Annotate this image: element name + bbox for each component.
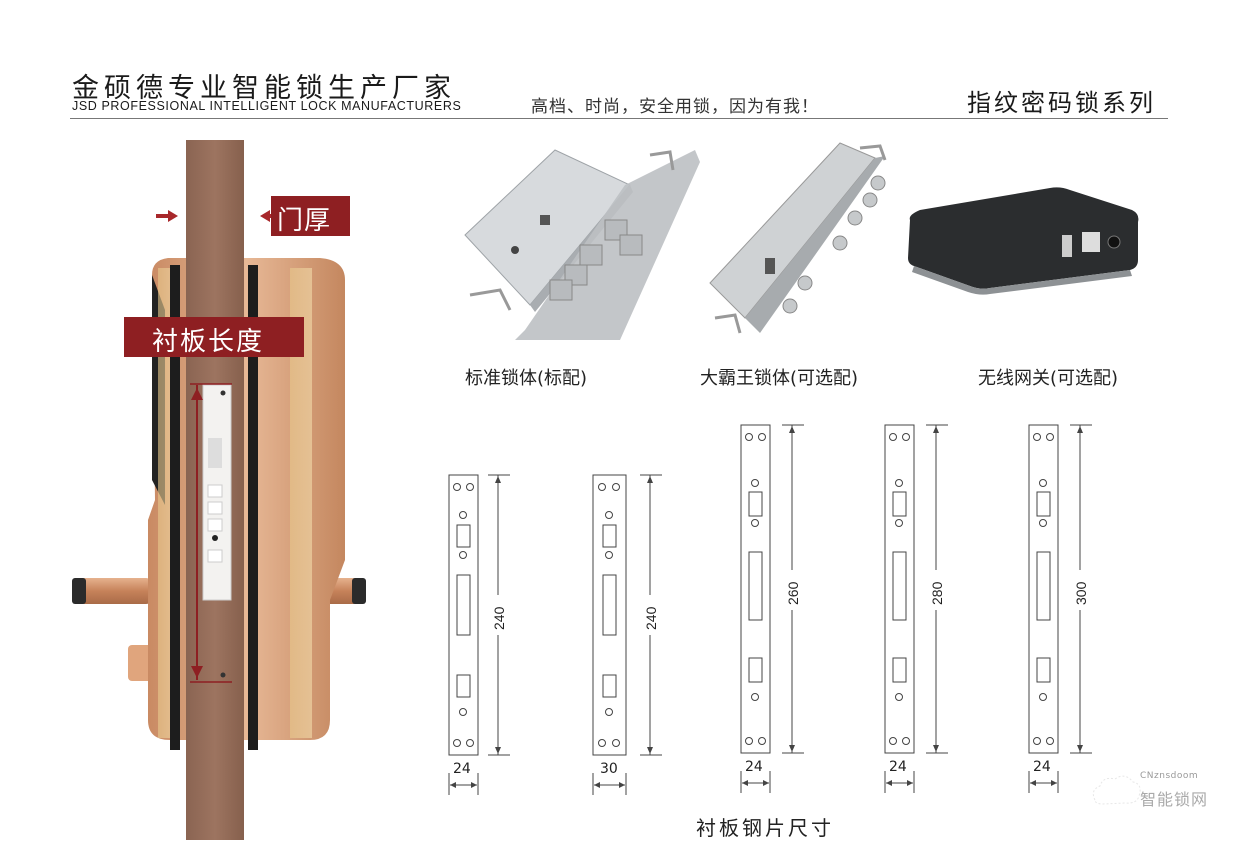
company-name-en: JSD PROFESSIONAL INTELLIGENT LOCK MANUFA… xyxy=(72,99,462,113)
width-label: 30 xyxy=(600,761,618,777)
length-label: 240 xyxy=(491,606,507,630)
faceplate-drawing-icon: 240 xyxy=(448,474,510,795)
faceplate-240x24: 240 24 xyxy=(440,470,520,800)
mortise-lock-heavy-duty-icon xyxy=(709,142,887,334)
wireless-gateway-icon xyxy=(908,187,1139,295)
product-caption-heavy-duty: 大霸王锁体(可选配) xyxy=(700,368,859,389)
faceplate-260x24: 260 24 xyxy=(732,420,812,800)
length-label: 240 xyxy=(643,606,659,630)
door-thickness-label: 门厚 xyxy=(277,206,332,236)
width-label: 24 xyxy=(889,759,907,775)
product-caption-gateway: 无线网关(可选配) xyxy=(978,368,1119,389)
cloud-logo-icon xyxy=(1092,775,1141,805)
length-label: 280 xyxy=(929,581,945,605)
header-divider xyxy=(70,118,1168,119)
faceplate-280x24: 280 24 xyxy=(876,420,956,800)
company-name-cn: 金硕德专业智能锁生产厂家 xyxy=(72,73,456,104)
series-title: 指纹密码锁系列 xyxy=(967,89,1156,117)
faceplate-length-label: 衬板长度 xyxy=(152,327,265,357)
faceplate-drawing-icon: 240 xyxy=(592,474,662,795)
faceplate-300x24: 300 24 xyxy=(1020,420,1100,800)
width-label: 24 xyxy=(745,759,763,775)
faceplate-drawing-icon: 260 xyxy=(740,424,804,793)
watermark-url: CNznsdoom xyxy=(1140,771,1199,781)
faceplate-drawing-icon: 280 xyxy=(884,424,948,793)
product-wireless-gateway xyxy=(900,180,1145,295)
door-lock-illustration xyxy=(72,140,366,840)
product-standard-lock-body xyxy=(455,140,705,340)
watermark-brand: 智能锁网 xyxy=(1140,790,1209,809)
product-caption-standard: 标准锁体(标配) xyxy=(465,368,588,389)
mortise-lock-standard-icon xyxy=(464,149,700,340)
length-label: 300 xyxy=(1073,581,1089,605)
door-lock-diagram: 门厚 衬板长度 xyxy=(60,140,400,840)
width-label: 24 xyxy=(453,761,471,777)
width-label: 24 xyxy=(1033,759,1051,775)
length-label: 260 xyxy=(785,581,801,605)
faceplate-drawing-icon: 300 xyxy=(1028,424,1092,793)
product-heavy-duty-lock-body xyxy=(700,138,915,343)
faceplate-240x30: 240 30 xyxy=(585,470,665,800)
faceplate-size-caption: 衬板钢片尺寸 xyxy=(696,816,834,840)
slogan: 高档、时尚，安全用锁，因为有我！ xyxy=(531,97,819,117)
